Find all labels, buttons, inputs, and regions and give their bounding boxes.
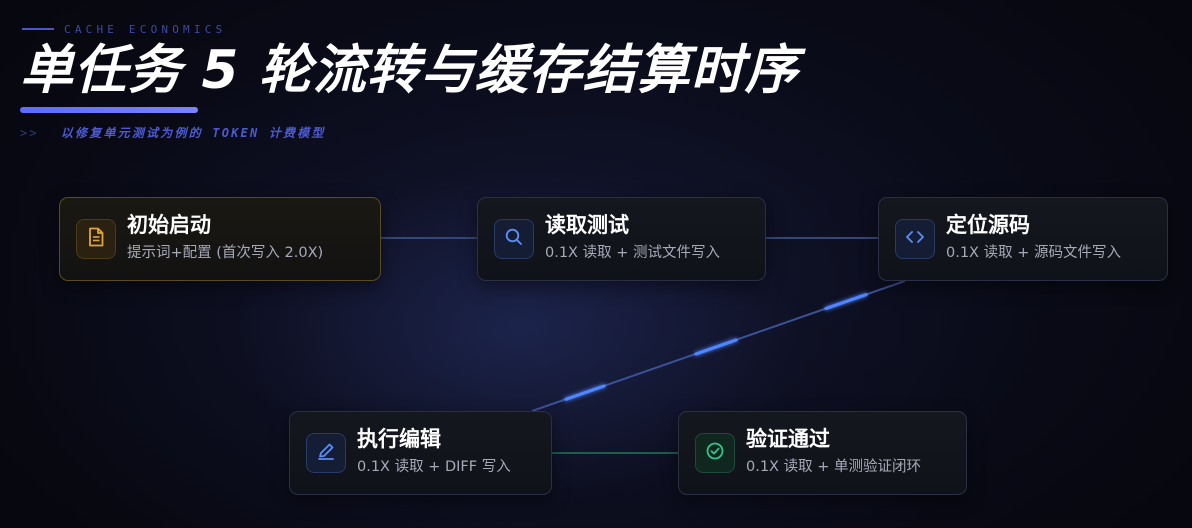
pen-icon	[316, 441, 336, 465]
subtitle-prefix: >>	[20, 125, 39, 140]
step-card-locate-source[interactable]: 定位源码 0.1X 读取 + 源码文件写入	[878, 197, 1168, 281]
step-card-initial-startup[interactable]: 初始启动 提示词+配置 (首次写入 2.0X)	[59, 197, 381, 281]
subtitle-text: 以修复单元测试为例的 TOKEN 计费模型	[60, 126, 326, 140]
check-circle-icon	[705, 441, 725, 465]
page-title: 单任务 5 轮流转与缓存结算时序	[20, 40, 799, 101]
step-icon-box	[76, 219, 116, 259]
step-description: 0.1X 读取 + 测试文件写入	[545, 245, 720, 261]
step-description: 0.1X 读取 + 源码文件写入	[946, 245, 1121, 261]
step-title: 初始启动	[127, 213, 211, 237]
step-title: 验证通过	[746, 427, 830, 451]
step-card-read-tests[interactable]: 读取测试 0.1X 读取 + 测试文件写入	[477, 197, 766, 281]
subtitle: >> 以修复单元测试为例的 TOKEN 计费模型	[20, 124, 326, 141]
document-icon	[87, 227, 105, 251]
step-card-verify-pass[interactable]: 验证通过 0.1X 读取 + 单测验证闭环	[678, 411, 967, 495]
step-icon-box	[695, 433, 735, 473]
step-card-execute-edit[interactable]: 执行编辑 0.1X 读取 + DIFF 写入	[289, 411, 552, 495]
step-icon-box	[895, 219, 935, 259]
step-description: 提示词+配置 (首次写入 2.0X)	[127, 245, 324, 261]
connector-step3-to-step4	[531, 280, 906, 412]
eyebrow-text: CACHE ECONOMICS	[64, 22, 227, 36]
step-title: 定位源码	[946, 213, 1030, 237]
code-icon	[904, 228, 926, 250]
step-description: 0.1X 读取 + DIFF 写入	[357, 459, 511, 475]
step-description: 0.1X 读取 + 单测验证闭环	[746, 459, 921, 475]
step-title: 执行编辑	[357, 427, 441, 451]
search-icon	[504, 227, 524, 251]
step-title: 读取测试	[545, 213, 629, 237]
step-icon-box	[306, 433, 346, 473]
step-icon-box	[494, 219, 534, 259]
eyebrow: CACHE ECONOMICS	[22, 22, 226, 36]
title-underline	[20, 107, 198, 113]
eyebrow-rule	[22, 28, 54, 30]
